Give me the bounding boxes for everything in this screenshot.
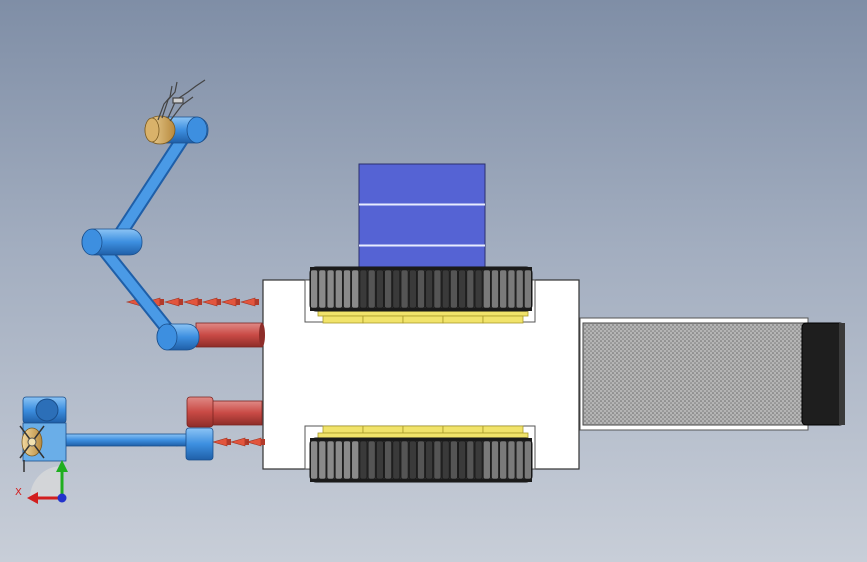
spray-nozzle <box>239 297 256 307</box>
track-link <box>441 269 450 309</box>
track-link <box>482 440 491 480</box>
spray-nozzle <box>201 297 218 307</box>
track-link <box>482 269 491 309</box>
roller-cap <box>839 323 845 425</box>
upper-track[interactable] <box>309 266 533 312</box>
track-link <box>326 269 335 309</box>
spray-nozzle <box>245 437 262 447</box>
track-link <box>491 269 499 309</box>
battery-cell-2 <box>358 204 486 246</box>
conveyor-roller <box>801 322 845 426</box>
spray-nozzle <box>182 297 199 307</box>
lower-gripper[interactable] <box>19 425 45 472</box>
track-link <box>408 440 417 480</box>
track-link <box>458 269 466 309</box>
track-link <box>507 440 516 480</box>
track-link <box>343 269 351 309</box>
track-link <box>466 440 475 480</box>
track-link <box>367 269 376 309</box>
track-link <box>474 269 483 309</box>
triad-plane <box>30 466 62 498</box>
track-link <box>425 440 434 480</box>
track-link <box>515 440 524 480</box>
track-link <box>499 440 508 480</box>
lower-arm-link <box>59 433 201 447</box>
track-link <box>507 269 516 309</box>
conveyor-belt <box>582 322 806 426</box>
track-link <box>400 269 409 309</box>
lower-arm-base-joint[interactable] <box>185 427 214 461</box>
track-link <box>433 440 442 480</box>
track-link <box>466 269 475 309</box>
track-link <box>392 440 401 480</box>
track-link <box>310 269 318 309</box>
track-link <box>384 269 392 309</box>
lower-wheel-frame <box>317 425 529 440</box>
z-axis-dot <box>57 493 67 503</box>
track-link <box>524 440 532 480</box>
track-link <box>384 440 392 480</box>
track-link <box>491 440 499 480</box>
track-link <box>334 269 343 309</box>
lower-red-pipe[interactable] <box>186 396 263 428</box>
track-link <box>425 269 434 309</box>
track-link <box>334 440 343 480</box>
track-link <box>408 269 417 309</box>
upper-red-pipe[interactable] <box>195 322 265 348</box>
lower-track[interactable] <box>309 437 533 483</box>
track-link <box>417 440 425 480</box>
track-link <box>400 440 409 480</box>
spray-nozzle <box>229 437 246 447</box>
spray-nozzle <box>220 297 237 307</box>
track-link <box>367 440 376 480</box>
gripper-fingers[interactable] <box>157 79 206 122</box>
track-link <box>524 269 532 309</box>
x-axis-label: X <box>15 487 22 498</box>
battery-cell-3 <box>358 245 486 271</box>
track-link <box>417 269 425 309</box>
spray-nozzle <box>163 297 180 307</box>
track-link <box>474 440 483 480</box>
track-link <box>359 269 368 309</box>
battery-pack[interactable] <box>358 163 486 271</box>
track-link <box>326 440 335 480</box>
track-link <box>343 440 351 480</box>
track-link <box>376 269 384 309</box>
track-link <box>376 440 384 480</box>
track-link <box>359 440 368 480</box>
track-link <box>310 440 318 480</box>
track-link <box>450 440 458 480</box>
track-link <box>458 440 466 480</box>
track-link <box>392 269 401 309</box>
conveyor-attachment[interactable] <box>579 317 845 431</box>
track-link <box>351 440 360 480</box>
lower-robot-arm[interactable] <box>19 396 214 472</box>
track-link <box>499 269 508 309</box>
upper-wheel-frame <box>317 309 529 324</box>
track-link <box>351 269 360 309</box>
track-link <box>318 440 327 480</box>
track-link <box>450 269 458 309</box>
coordinate-triad[interactable]: X <box>15 460 68 504</box>
upper-robot-arm[interactable] <box>81 79 209 351</box>
track-link <box>441 440 450 480</box>
spray-nozzle <box>211 437 228 447</box>
track-link <box>318 269 327 309</box>
track-link <box>515 269 524 309</box>
battery-cell-1 <box>358 163 486 205</box>
track-link <box>433 269 442 309</box>
